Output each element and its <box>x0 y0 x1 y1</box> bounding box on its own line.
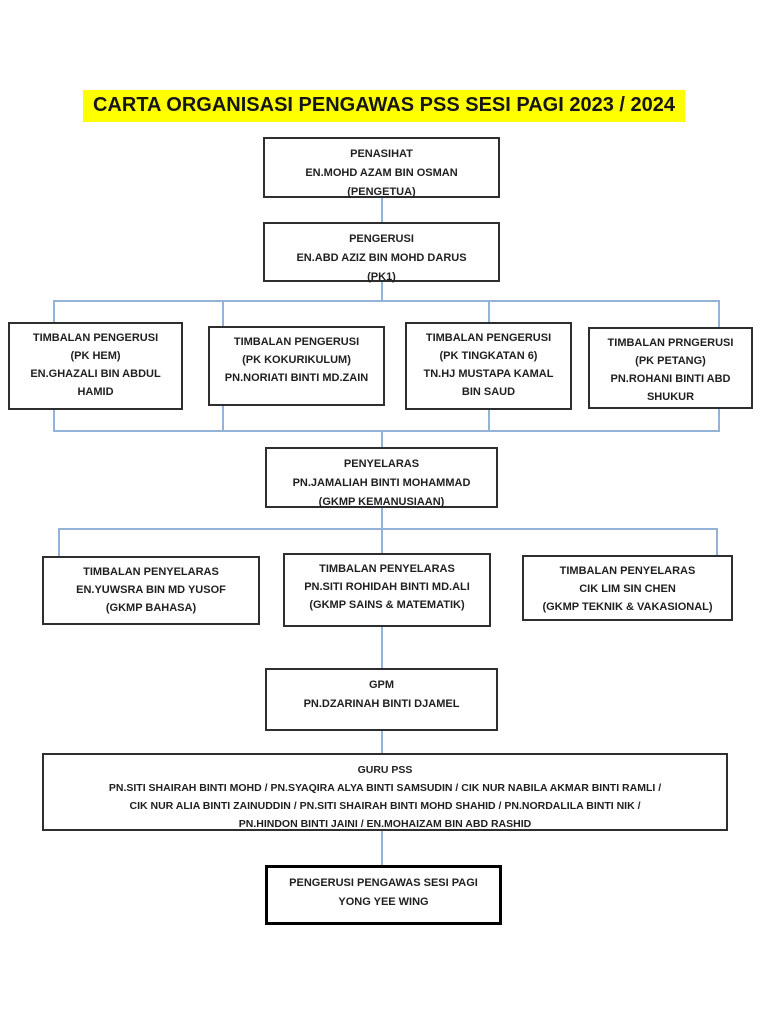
node-line: PENYELARAS <box>343 458 420 470</box>
node-line: PN.DZARINAH BINTI DJAMEL <box>303 698 460 710</box>
connector-line <box>53 430 720 432</box>
node-line: TIMBALAN PENYELARAS <box>559 565 696 577</box>
node-line: (PENGETUA) <box>347 186 416 198</box>
org-node-timbalan-penyelaras-bahasa: TIMBALAN PENYELARAS EN.YUWSRA BIN MD YUSO… <box>42 556 260 625</box>
connector-line <box>53 300 720 302</box>
connector-line <box>381 281 383 302</box>
connector-line <box>381 198 383 222</box>
connector-line <box>381 430 383 448</box>
connector-line <box>488 410 490 432</box>
node-line: (GKMP SAINS & MATEMATIK) <box>309 599 465 611</box>
node-line: TIMBALAN PENYELARAS <box>319 563 455 575</box>
node-line: PENASIHAT <box>350 148 413 160</box>
node-line: (PK TINGKATAN 6) <box>439 350 538 362</box>
node-line: PN.SITI SHAIRAH BINTI MOHD / PN.SYAQIRA … <box>108 782 662 794</box>
org-node-pengerusi-pengawas-sesi-pagi: PENGERUSI PENGAWAS SESI PAGI YONG YEE WIN… <box>265 865 502 925</box>
node-line: EN.YUWSRA BIN MD YUSOF <box>76 584 226 596</box>
connector-line <box>718 408 720 432</box>
node-line: PN.SITI ROHIDAH BINTI MD.ALI <box>304 581 470 593</box>
org-node-guru-pss: GURU PSS PN.SITI SHAIRAH BINTI MOHD / PN.… <box>42 753 728 831</box>
org-node-penyelaras: PENYELARAS PN.JAMALIAH BINTI MOHAMMAD (GKM… <box>265 447 498 508</box>
connector-line <box>58 528 60 557</box>
org-node-gpm: GPM PN.DZARINAH BINTI DJAMEL <box>265 668 498 731</box>
connector-line <box>53 410 55 432</box>
node-line: TIMBALAN PRNGERUSI <box>607 337 734 349</box>
node-line: TN.HJ MUSTAPA KAMAL <box>423 368 554 380</box>
connector-line <box>716 528 718 556</box>
node-line: HAMID <box>77 386 114 398</box>
org-node-penasihat: PENASIHAT EN.MOHD AZAM BIN OSMAN (PENGETUA… <box>263 137 500 198</box>
org-node-timbalan-pengerusi-pk-hem: TIMBALAN PENGERUSI (PK HEM) EN.GHAZALI BIN… <box>8 322 183 410</box>
node-line: (PK KOKURIKULUM) <box>242 354 351 366</box>
node-line: TIMBALAN PENYELARAS <box>83 566 219 578</box>
connector-line <box>381 626 383 669</box>
org-node-timbalan-pengerusi-pk-tingkatan-6: TIMBALAN PENGERUSI (PK TINGKATAN 6) TN.HJ … <box>405 322 572 410</box>
connector-line <box>488 300 490 323</box>
connector-line <box>58 528 718 530</box>
node-line: SHUKUR <box>646 391 695 403</box>
node-line: EN.MOHD AZAM BIN OSMAN <box>305 167 458 179</box>
node-line: (PK PETANG) <box>635 355 706 367</box>
connector-line <box>53 300 55 323</box>
node-line: PN.HINDON BINTI JAINI / EN.MOHAIZAM BIN … <box>238 818 532 830</box>
node-line: GURU PSS <box>357 764 413 776</box>
node-line: PN.NORIATI BINTI MD.ZAIN <box>224 372 369 384</box>
node-line: CIK NUR ALIA BINTI ZAINUDDIN / PN.SITI S… <box>129 800 641 812</box>
node-line: PN.JAMALIAH BINTI MOHAMMAD <box>292 477 471 489</box>
connector-line <box>381 528 383 554</box>
node-line: (GKMP BAHASA) <box>105 602 197 614</box>
page-title: CARTA ORGANISASI PENGAWAS PSS SESI PAGI … <box>82 90 686 122</box>
node-line: (GKMP TEKNIK & VAKASIONAL) <box>542 601 713 613</box>
connector-line <box>718 300 720 328</box>
node-line: PENGERUSI PENGAWAS SESI PAGI <box>289 877 478 889</box>
node-line: (PK1) <box>367 271 396 283</box>
node-line: GPM <box>368 679 395 691</box>
node-line: PENGERUSI <box>349 233 414 245</box>
node-line: EN.GHAZALI BIN ABDUL <box>30 368 161 380</box>
node-line: YONG YEE WING <box>338 896 429 908</box>
connector-line <box>381 831 383 865</box>
node-line: BIN SAUD <box>461 386 516 398</box>
node-line: (GKMP KEMANUSIAAN) <box>318 496 445 508</box>
node-line: (PK HEM) <box>70 350 121 362</box>
connector-line <box>222 405 224 432</box>
org-node-timbalan-penyelaras-teknik: TIMBALAN PENYELARAS CIK LIM SIN CHEN (GKMP… <box>522 555 733 621</box>
org-node-pengerusi: PENGERUSI EN.ABD AZIZ BIN MOHD DARUS (PK1) <box>263 222 500 283</box>
org-node-timbalan-penyelaras-sains: TIMBALAN PENYELARAS PN.SITI ROHIDAH BINTI… <box>283 553 491 627</box>
connector-line <box>222 300 224 327</box>
node-line: CIK LIM SIN CHEN <box>579 583 676 595</box>
node-line: TIMBALAN PENGERUSI <box>233 336 360 348</box>
org-node-timbalan-pengerusi-pk-kokurikulum: TIMBALAN PENGERUSI (PK KOKURIKULUM) PN.NOR… <box>208 326 385 406</box>
node-line: PN.ROHANI BINTI ABD <box>610 373 731 385</box>
connector-line <box>381 731 383 754</box>
node-line: EN.ABD AZIZ BIN MOHD DARUS <box>296 252 467 264</box>
node-line: TIMBALAN PENGERUSI <box>425 332 552 344</box>
org-node-timbalan-prngerusi-pk-petang: TIMBALAN PRNGERUSI (PK PETANG) PN.ROHANI B… <box>588 327 753 409</box>
connector-line <box>381 508 383 529</box>
node-line: TIMBALAN PENGERUSI <box>32 332 159 344</box>
